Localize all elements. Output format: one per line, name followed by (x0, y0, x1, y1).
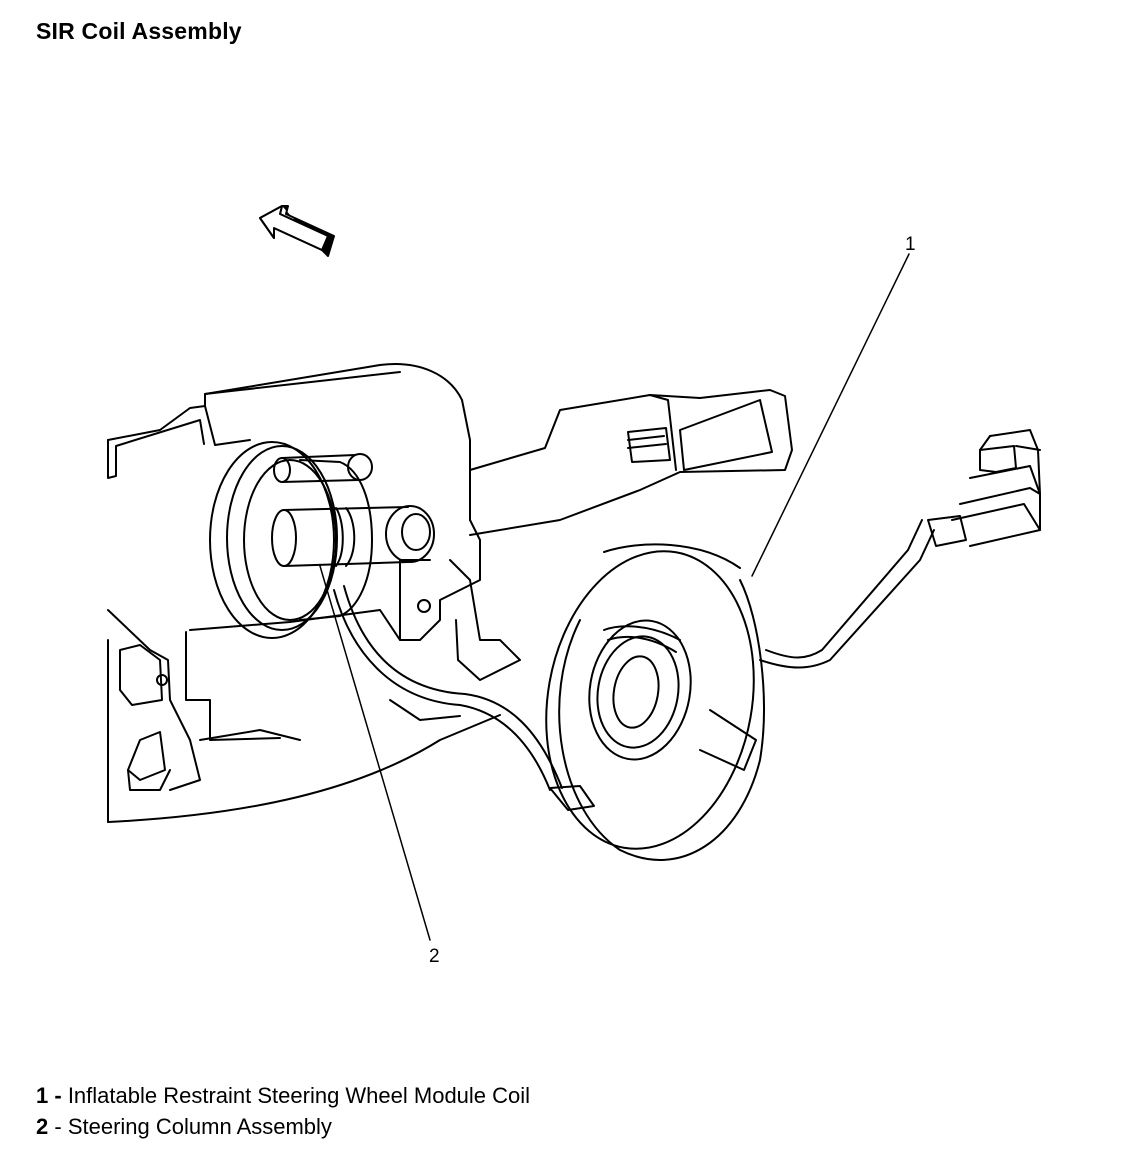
legend-item-2: 2 - Steering Column Assembly (36, 1111, 530, 1142)
leader-lines (319, 253, 910, 941)
callout-2: 2 (429, 946, 440, 967)
column-hub (209, 441, 435, 639)
legend-separator: - (48, 1083, 68, 1108)
page-title: SIR Coil Assembly (36, 18, 242, 44)
legend-text: Steering Column Assembly (67, 1114, 332, 1139)
sir-coil (545, 429, 1041, 861)
steering-column-assembly (107, 363, 793, 823)
legend-number: 2 (36, 1114, 49, 1139)
coil-lead-wire (333, 585, 595, 811)
legend-number: 1 (36, 1083, 49, 1108)
view-direction-arrow-icon (259, 205, 335, 257)
callout-1: 1 (905, 234, 916, 255)
legend: 1 - Inflatable Restraint Steering Wheel … (36, 1080, 530, 1142)
legend-separator: - (48, 1114, 68, 1139)
legend-item-1: 1 - Inflatable Restraint Steering Wheel … (36, 1080, 530, 1111)
legend-text: Inflatable Restraint Steering Wheel Modu… (67, 1083, 531, 1108)
